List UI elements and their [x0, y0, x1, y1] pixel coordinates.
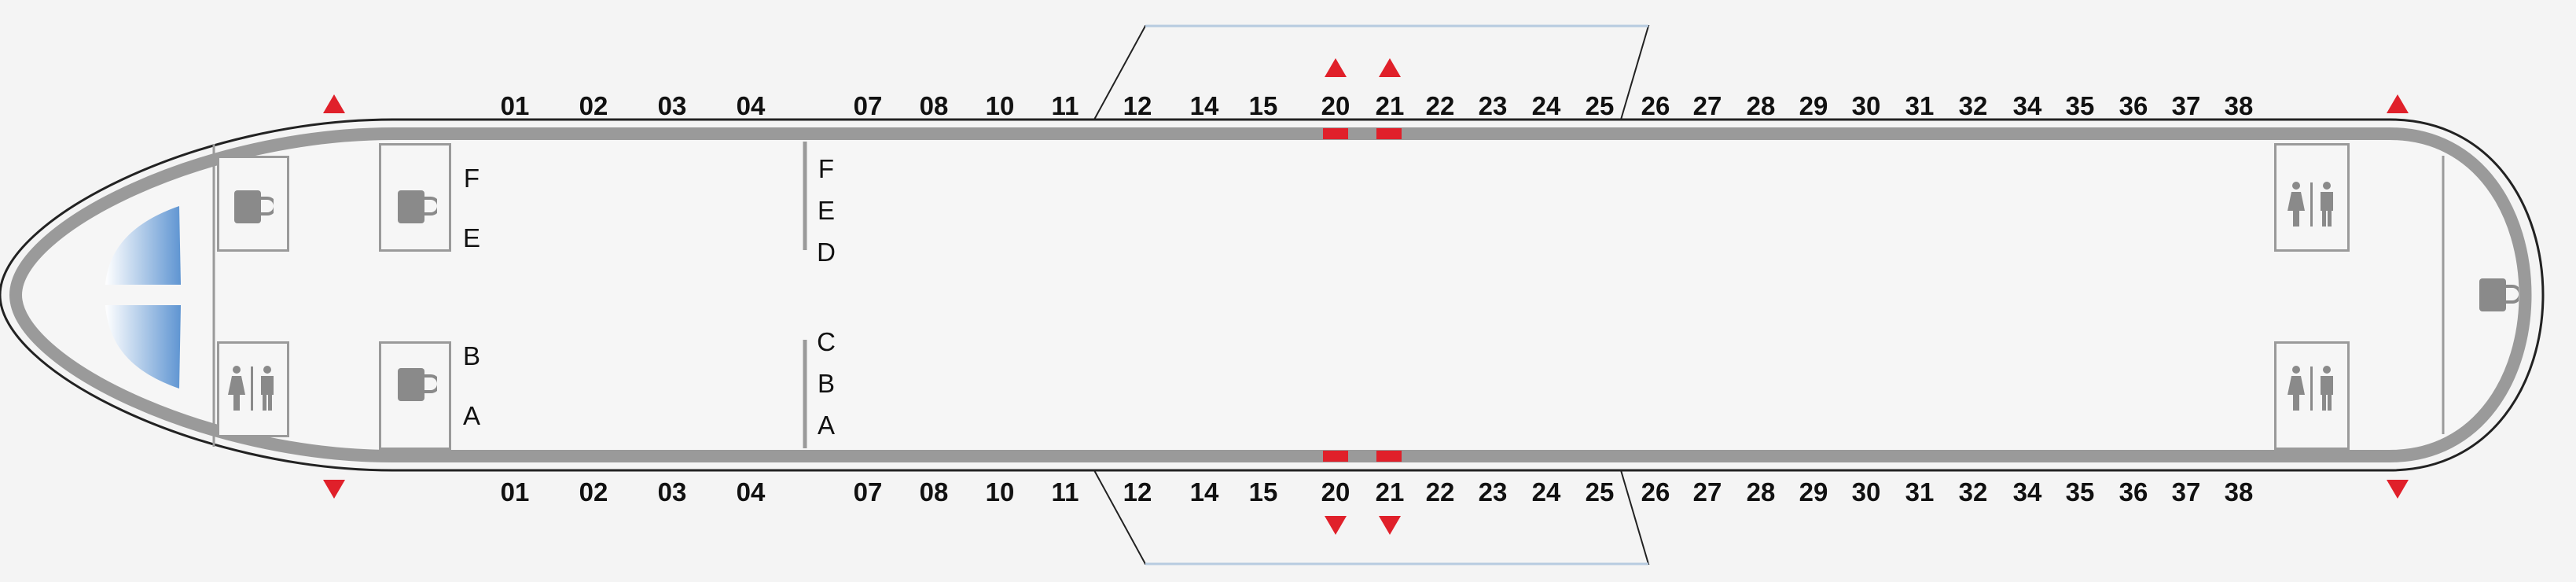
row-label-top: 01 — [500, 91, 530, 120]
row-label-bottom: 12 — [1123, 477, 1152, 506]
row-label-top: 29 — [1799, 91, 1828, 120]
row-label-top: 32 — [1958, 91, 1988, 120]
row-label-bottom: 21 — [1375, 477, 1405, 506]
row-label-bottom: 08 — [919, 477, 949, 506]
lavatory-icon — [2288, 182, 2333, 227]
row-label-top: 07 — [853, 91, 883, 120]
exit-arrow-icon — [1379, 516, 1401, 535]
row-label-bottom: 20 — [1321, 477, 1350, 506]
row-label-top: 20 — [1321, 91, 1350, 120]
wing-top — [1093, 25, 1650, 120]
coffee-cup-icon — [234, 190, 274, 223]
exit-arrow-icon — [1379, 58, 1401, 77]
row-label-bottom: 04 — [736, 477, 766, 506]
seat-letter-divider: D — [817, 238, 836, 267]
row-label-bottom: 03 — [657, 477, 687, 506]
cockpit-window-icon — [105, 206, 181, 285]
wing-bottom — [1093, 470, 1650, 565]
row-label-top: 02 — [579, 91, 608, 120]
seat-letter-divider: C — [817, 327, 836, 356]
row-label-bottom: 24 — [1531, 477, 1561, 506]
seat-letter-divider: B — [817, 369, 836, 398]
exit-door-20-bottom — [1323, 451, 1348, 462]
row-label-top: 31 — [1905, 91, 1935, 120]
coffee-cup-icon — [2479, 278, 2519, 311]
seat-letter-front: E — [462, 223, 481, 252]
row-label-bottom: 10 — [985, 477, 1015, 506]
row-label-bottom: 02 — [579, 477, 608, 506]
row-label-top: 11 — [1051, 91, 1079, 120]
row-label-top: 22 — [1425, 91, 1455, 120]
row-label-top: 27 — [1692, 91, 1722, 120]
exit-arrow-icon — [1325, 58, 1347, 77]
row-label-bottom: 22 — [1425, 477, 1455, 506]
row-label-bottom: 30 — [1851, 477, 1881, 506]
seat-letter-front: B — [462, 341, 481, 370]
exit-door-20-top — [1323, 128, 1348, 139]
row-label-bottom: 15 — [1248, 477, 1278, 506]
row-label-bottom: 32 — [1958, 477, 1988, 506]
row-label-bottom: 28 — [1746, 477, 1776, 506]
row-label-top: 12 — [1123, 91, 1152, 120]
row-label-bottom: 36 — [2118, 477, 2148, 506]
exit-arrow-icon — [2387, 480, 2409, 499]
row-label-top: 38 — [2224, 91, 2254, 120]
exit-door-21-top — [1376, 128, 1402, 139]
exit-door-21-bottom — [1376, 451, 1402, 462]
seat-letter-front: A — [462, 401, 481, 430]
row-label-top: 15 — [1248, 91, 1278, 120]
seat-letter-divider: F — [818, 154, 835, 183]
row-label-top: 35 — [2065, 91, 2095, 120]
row-label-bottom: 11 — [1051, 477, 1079, 506]
lavatory-icon — [2288, 366, 2333, 411]
row-label-top: 21 — [1375, 91, 1405, 120]
seat-letter-divider: A — [817, 411, 836, 440]
coffee-cup-icon — [398, 368, 437, 401]
row-label-bottom: 37 — [2171, 477, 2201, 506]
exit-arrow-icon — [323, 480, 345, 499]
row-label-bottom: 25 — [1585, 477, 1615, 506]
row-label-top: 30 — [1851, 91, 1881, 120]
row-label-bottom: 26 — [1641, 477, 1670, 506]
row-label-top: 34 — [2012, 91, 2042, 120]
row-label-bottom: 31 — [1905, 477, 1935, 506]
row-label-bottom: 14 — [1189, 477, 1219, 506]
row-label-bottom: 34 — [2012, 477, 2042, 506]
row-label-top: 25 — [1585, 91, 1615, 120]
row-label-top: 28 — [1746, 91, 1776, 120]
row-label-bottom: 38 — [2224, 477, 2254, 506]
row-label-bottom: 27 — [1692, 477, 1722, 506]
row-label-top: 04 — [736, 91, 766, 120]
exit-arrow-icon — [2387, 94, 2409, 113]
row-label-top: 14 — [1189, 91, 1219, 120]
exit-arrow-icon — [323, 94, 345, 113]
row-label-top: 10 — [985, 91, 1015, 120]
row-label-top: 08 — [919, 91, 949, 120]
seat-letter-divider: E — [817, 196, 836, 225]
row-label-top: 26 — [1641, 91, 1670, 120]
row-label-top: 37 — [2171, 91, 2201, 120]
lavatory-icon — [228, 366, 274, 411]
row-label-bottom: 07 — [853, 477, 883, 506]
exit-arrow-icon — [1325, 516, 1347, 535]
row-label-bottom: 29 — [1799, 477, 1828, 506]
row-label-top: 36 — [2118, 91, 2148, 120]
row-label-bottom: 23 — [1478, 477, 1508, 506]
coffee-cup-icon — [398, 190, 437, 223]
fuselage-wall — [9, 127, 2532, 462]
row-label-top: 03 — [657, 91, 687, 120]
row-label-top: 24 — [1531, 91, 1561, 120]
row-label-top: 23 — [1478, 91, 1508, 120]
row-label-bottom: 01 — [500, 477, 530, 506]
seat-letter-front: F — [463, 164, 480, 193]
row-label-bottom: 35 — [2065, 477, 2095, 506]
